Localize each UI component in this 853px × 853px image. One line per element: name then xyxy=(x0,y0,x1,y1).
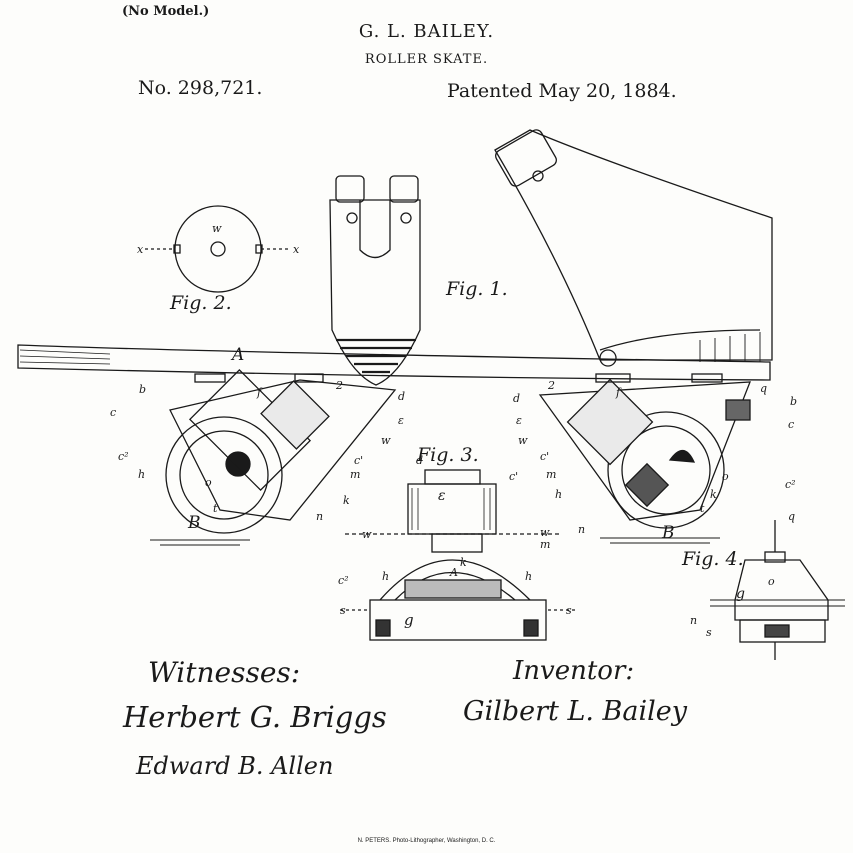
letter-c1-fig3: c' xyxy=(509,470,518,483)
patent-number: No. 298,721. xyxy=(138,77,263,99)
letter-d-left: d xyxy=(398,390,405,403)
letter-s-fig4: s xyxy=(706,626,712,639)
fig3-section xyxy=(340,469,575,641)
letter-e-right: ε xyxy=(516,414,522,427)
letter-g-fig3: g xyxy=(404,611,414,629)
letter-o-left: o xyxy=(205,476,212,489)
letter-c2-left: c² xyxy=(118,450,129,463)
fig1-heel-clamp xyxy=(329,175,421,386)
letter-m-right: m xyxy=(546,468,556,481)
letter-c2-right: c² xyxy=(785,478,796,491)
patent-date: Patented May 20, 1884. xyxy=(447,80,677,102)
letter-h-fig3-right: h xyxy=(525,570,532,583)
letter-w-left: ᴡ xyxy=(381,434,391,447)
letter-k-right: k xyxy=(710,488,717,501)
fig1-label: Fig. 1. xyxy=(446,278,508,300)
no-model-label: (No Model.) xyxy=(122,4,210,19)
letter-c-left: c xyxy=(110,406,116,419)
reference-letters: A B B b b c c c² c² c' c' d d ε ε ᴡ ᴡ f … xyxy=(110,222,797,639)
letter-d-fig3: d xyxy=(416,454,423,467)
letter-q-fig1: q xyxy=(760,382,767,395)
letter-s-fig3-right: s xyxy=(566,604,572,617)
fig3-label: Fig. 3. xyxy=(417,444,479,466)
letter-x-left: x xyxy=(137,243,144,256)
letter-c1-right: c' xyxy=(540,450,549,463)
letter-m-fig3: m xyxy=(540,538,550,551)
letter-g-fig4: g xyxy=(736,586,745,602)
letter-A-fig3: A xyxy=(449,566,458,579)
letter-q-fig4: q xyxy=(788,510,795,523)
letter-B-right: B xyxy=(661,523,675,543)
fig2-disc xyxy=(145,205,291,293)
letter-c-right: c xyxy=(788,418,794,431)
letter-h-left: h xyxy=(138,468,145,481)
letter-e-fig3: ε xyxy=(438,488,446,504)
witness-2-signature: Edward B. Allen xyxy=(136,752,334,780)
letter-s-fig3-left: s xyxy=(340,604,346,617)
letter-e-left: ε xyxy=(398,414,404,427)
letter-B-left: B xyxy=(187,513,201,533)
letter-f-right: f xyxy=(615,386,622,399)
inventor-label: Inventor: xyxy=(513,656,635,686)
letter-n-left: n xyxy=(316,510,323,523)
letter-w-right: ᴡ xyxy=(518,434,528,447)
letter-t-right: t xyxy=(700,502,705,515)
letter-h-fig3-left: h xyxy=(382,570,389,583)
letter-b-right: b xyxy=(790,395,797,408)
letter-w-fig2: ᴡ xyxy=(212,222,222,235)
letter-t-left: t xyxy=(213,502,218,515)
fig1-toe-shoe xyxy=(494,129,773,367)
letter-h-right: h xyxy=(555,488,562,501)
fig1-sole-plate xyxy=(17,344,771,381)
letter-m-left: m xyxy=(350,468,360,481)
letter-n-fig4: n xyxy=(690,614,697,627)
letter-w-fig3-right: ᴡ xyxy=(540,526,550,539)
letter-x-right: x xyxy=(293,243,300,256)
fig4-label: Fig. 4. xyxy=(682,548,744,570)
letter-c2-fig3: c² xyxy=(338,574,349,587)
letter-o-fig4: o xyxy=(768,575,775,588)
letter-2-right: 2 xyxy=(547,379,555,392)
fig4-section xyxy=(710,520,845,660)
letter-k-left: k xyxy=(343,494,350,507)
letter-o-right: o xyxy=(722,470,729,483)
letter-k-fig3: k xyxy=(460,556,467,569)
letter-n-right: n xyxy=(578,523,585,536)
fig1-left-truck xyxy=(150,368,397,546)
letter-A: A xyxy=(230,345,244,365)
letter-c1-left: c' xyxy=(354,454,363,467)
inventor-signature: Gilbert L. Bailey xyxy=(463,696,687,727)
inventor-header: G. L. BAILEY. xyxy=(358,21,495,42)
letter-d-right: d xyxy=(513,392,520,405)
fig2-label: Fig. 2. xyxy=(170,292,232,314)
witnesses-label: Witnesses: xyxy=(148,656,301,689)
fig1-right-truck xyxy=(538,373,751,544)
letter-b-left: b xyxy=(139,383,146,396)
lithographer-credit: N. PETERS. Photo-Lithographer, Washingto… xyxy=(357,838,496,844)
letter-f-left: f xyxy=(256,386,263,399)
witness-1-signature: Herbert G. Briggs xyxy=(123,700,387,734)
letter-2-left: 2 xyxy=(335,379,343,392)
patent-title: ROLLER SKATE. xyxy=(364,52,489,67)
letter-w-fig3-left: ᴡ xyxy=(362,528,372,541)
